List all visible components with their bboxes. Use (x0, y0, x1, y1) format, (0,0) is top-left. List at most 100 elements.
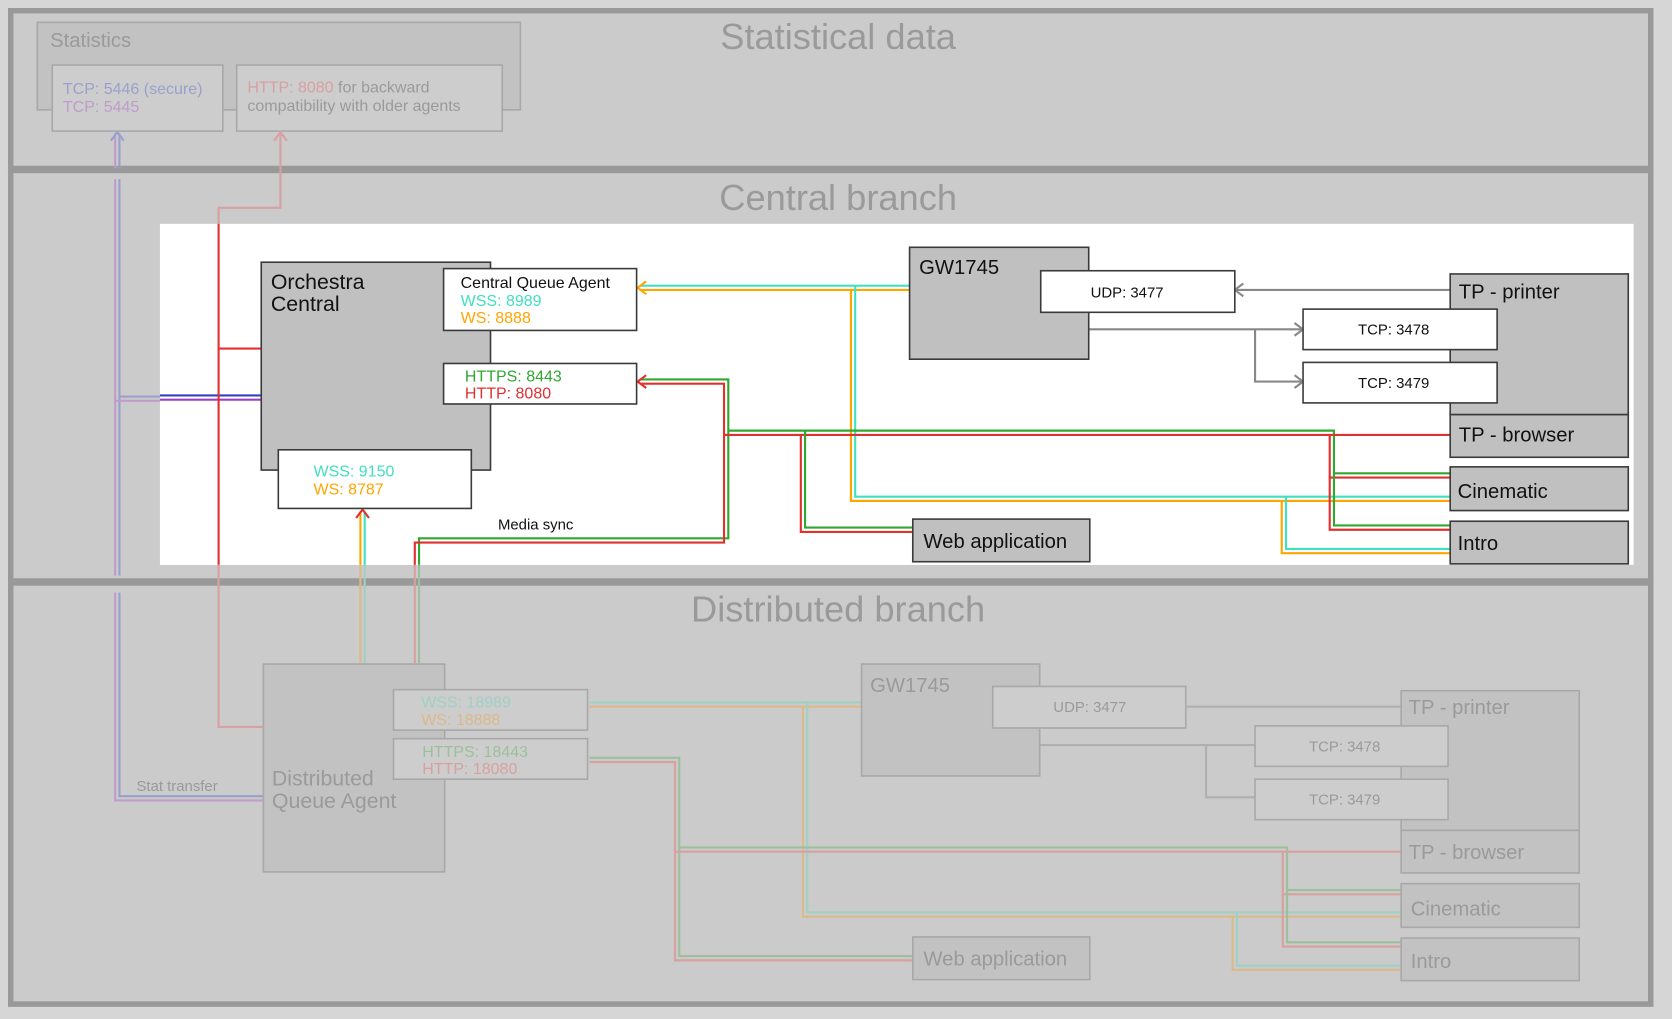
ws-link-cinematic (801, 706, 1402, 918)
http-stat-link (217, 564, 264, 729)
wss-link-intro (1284, 496, 1451, 551)
http-link-to-dqa (589, 761, 913, 962)
section-title: Statistical data (720, 16, 957, 57)
http-link-intro (1281, 894, 1402, 948)
dqa-http-port: HTTP: 18080 (422, 761, 517, 778)
websocket-port-box[interactable]: WSS: 9150 WS: 8787 (277, 449, 473, 510)
dqa-websocket-port-box[interactable]: WSS: 18989 WS: 18888 (392, 688, 589, 731)
stat-http-note-line2: compatibility with older agents (247, 98, 460, 115)
cinematic-node[interactable]: Cinematic (1400, 882, 1581, 929)
ws-link-cinematic (849, 289, 1451, 503)
cqa-wss-port: WSS: 8989 (461, 293, 542, 310)
cqa-title: Central Queue Agent (461, 275, 611, 292)
tcp-3478-port-box[interactable]: TCP: 3478 (1254, 725, 1449, 768)
ws-link-intro (1231, 916, 1402, 972)
cinematic-label: Cinematic (1411, 899, 1501, 921)
https-port: HTTPS: 8443 (465, 369, 562, 386)
ws-link-intro (1280, 500, 1451, 555)
wss-link-intro (1235, 912, 1402, 967)
tcp-3479-port: TCP: 3479 (1309, 792, 1380, 809)
tcp-link-3479 (1204, 745, 1256, 799)
tp-browser-label: TP - browser (1409, 842, 1525, 864)
cinematic-node[interactable]: Cinematic (1449, 466, 1630, 512)
tcp-3478-port: TCP: 3478 (1309, 738, 1380, 755)
tcp-3479-port-box[interactable]: TCP: 3479 (1254, 778, 1449, 821)
tcp-link-3479 (1254, 329, 1304, 383)
section-title: Distributed branch (691, 588, 985, 629)
stat-tcp-label: TCP: 5445 (63, 99, 140, 116)
section-statistical-data: Statistical data Statistics TCP: 5446 (s… (7, 7, 1654, 172)
stat-http-port-box (235, 64, 504, 132)
https-link-webapp (804, 430, 913, 529)
web-application-node[interactable]: Web application (911, 936, 1091, 981)
udp-port: UDP: 3477 (1053, 699, 1126, 716)
tcp-3479-port: TCP: 3479 (1358, 375, 1429, 392)
statistics-title: Statistics (50, 30, 131, 52)
https-link-intro (1332, 473, 1451, 527)
tcp-3478-port-box[interactable]: TCP: 3478 (1302, 308, 1498, 351)
stat-transfer-link (118, 592, 264, 798)
http-port: HTTP: 8080 (465, 386, 551, 403)
cqa-ws-port: WS: 8888 (461, 310, 531, 327)
web-application-label: Web application (923, 949, 1067, 971)
intro-label: Intro (1458, 533, 1499, 555)
dqa-http-port-box[interactable]: HTTPS: 18443 HTTP: 18080 (392, 737, 589, 780)
ws-port: WS: 8787 (314, 482, 384, 499)
dqa-wss-port: WSS: 18989 (421, 695, 511, 712)
stat-tcp-port-box (51, 64, 224, 132)
tp-browser-label: TP - browser (1459, 424, 1575, 446)
central-diagram: Orchestra Central Central Queue Agent WS… (260, 246, 1630, 565)
gateway-label: GW1745 (870, 675, 950, 697)
arrow-head (635, 280, 647, 296)
stat-http-note: for backward (334, 80, 430, 97)
statistics-box: Statistics TCP: 5446 (secure) TCP: 5445 … (36, 21, 522, 132)
https-link-clients (728, 429, 1451, 475)
http-link-webapp (799, 434, 913, 533)
wss-link-cinematic (854, 285, 1451, 498)
http-link-to-cqa (413, 382, 726, 565)
web-application-node[interactable]: Web application (911, 518, 1091, 563)
web-application-label: Web application (923, 531, 1067, 553)
dqa-ws-port: WS: 18888 (421, 712, 500, 729)
dqa-label-2: Queue Agent (272, 789, 397, 813)
orchestra-central-label-1: Orchestra (271, 270, 365, 294)
orchestra-central-label-2: Central (271, 292, 340, 316)
dqa-https-port: HTTPS: 18443 (422, 744, 528, 761)
stat-transfer-link (114, 592, 264, 802)
udp-port-box[interactable]: UDP: 3477 (991, 685, 1187, 729)
arrow-head (355, 507, 370, 519)
cinematic-label: Cinematic (1458, 481, 1548, 503)
https-link-to-dqa (589, 756, 913, 958)
outer-frame (7, 7, 1654, 1007)
wss-port: WSS: 9150 (314, 463, 395, 480)
http-port-box[interactable]: HTTPS: 8443 HTTP: 8080 (442, 362, 638, 405)
stat-http-note-line1: HTTP: 8080 for backward (247, 80, 429, 97)
intro-node[interactable]: Intro (1400, 937, 1581, 982)
intro-label: Intro (1411, 951, 1452, 973)
udp-port: UDP: 3477 (1091, 284, 1164, 301)
dqa-label-1: Distributed (272, 767, 374, 791)
distributed-diagram: Distributed Queue Agent WSS: 18989 WS: 1… (262, 663, 1581, 982)
arrow-head (110, 130, 125, 142)
tp-browser-node[interactable]: TP - browser (1449, 413, 1630, 459)
tp-browser-node[interactable]: TP - browser (1400, 829, 1581, 874)
tp-printer-label: TP - printer (1459, 281, 1560, 303)
https-link-clients (679, 846, 1402, 892)
central-queue-agent-port-box[interactable]: Central Queue Agent WSS: 8989 WS: 8888 (442, 267, 638, 332)
https-link-intro (1285, 890, 1402, 944)
cross-section-links (359, 564, 421, 663)
tcp-3478-port: TCP: 3478 (1358, 322, 1429, 339)
wss-link-cinematic (806, 702, 1402, 914)
udp-port-box[interactable]: UDP: 3477 (1039, 269, 1236, 314)
media-sync-label: Media sync (498, 517, 574, 534)
stat-tcp-secure-label: TCP: 5446 (secure) (63, 81, 203, 98)
section-title: Central branch (719, 177, 957, 218)
http-stat-link (217, 133, 282, 224)
tcp-3479-port-box[interactable]: TCP: 3479 (1302, 361, 1498, 404)
https-link-to-cqa (418, 378, 730, 565)
intro-node[interactable]: Intro (1449, 520, 1630, 565)
stat-links: Stat transfer (110, 130, 288, 802)
arrow-head (273, 130, 288, 142)
stat-http-label: HTTP: 8080 (247, 80, 333, 97)
